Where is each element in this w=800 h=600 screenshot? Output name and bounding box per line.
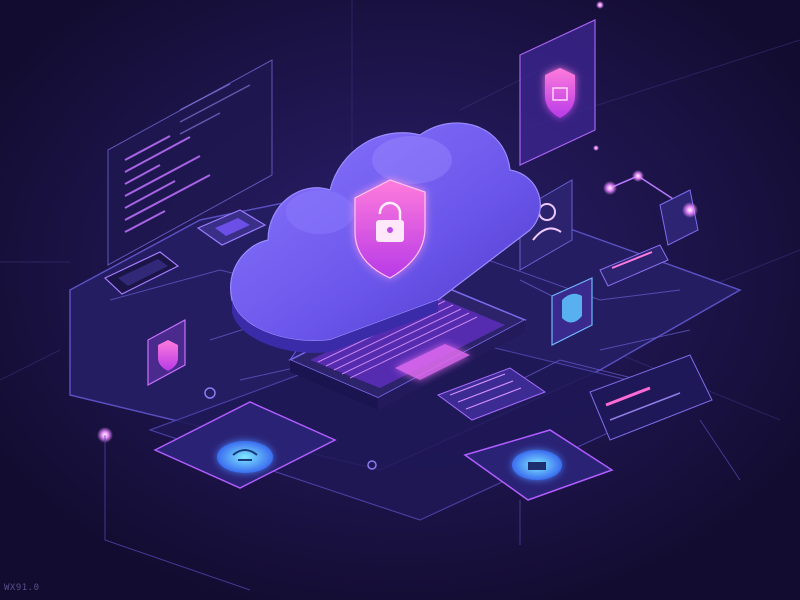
- mobile-phone-icon: [103, 251, 180, 295]
- dashboard-chart-icon: [436, 367, 547, 421]
- dashboard-chart-icon: [589, 244, 713, 441]
- glow-node-icon: [367, 460, 377, 470]
- code-panel-icon: [107, 59, 273, 266]
- glow-node-icon: [204, 387, 216, 399]
- shield-badge-icon: [519, 19, 596, 166]
- glow-node-icon: [596, 1, 604, 9]
- shield-badge-icon: [147, 318, 186, 387]
- shield-badge-icon: [551, 277, 593, 346]
- network-node-icon: [603, 170, 699, 246]
- chip-icon: [153, 401, 337, 489]
- chip-icon: [463, 429, 614, 501]
- connector-lines: [104, 419, 741, 591]
- chip-icon: [196, 209, 267, 246]
- shield-lock-icon: [354, 179, 426, 279]
- glow-node-icon: [593, 145, 599, 151]
- corner-label: WX91.0: [4, 583, 40, 593]
